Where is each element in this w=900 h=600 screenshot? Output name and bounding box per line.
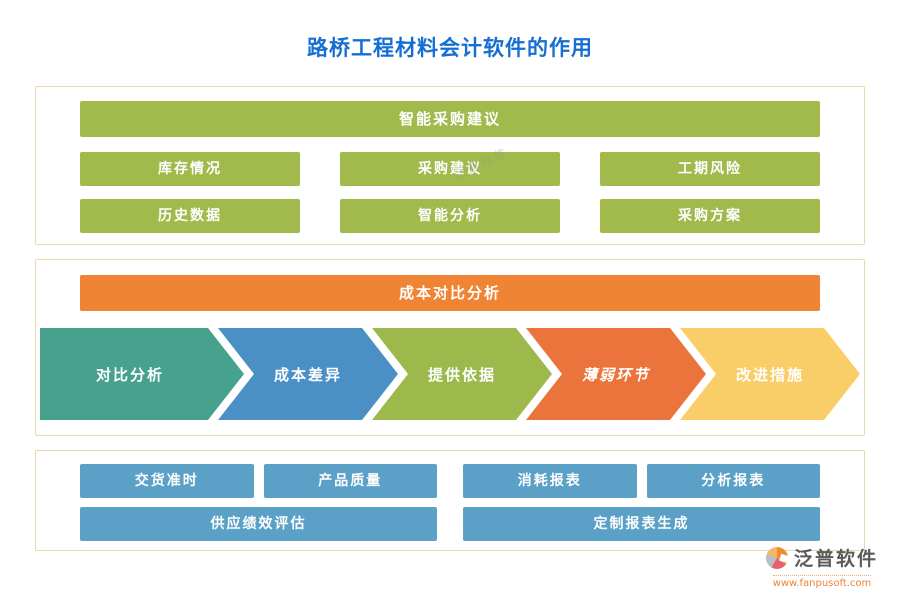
node-on-time-delivery: 交货准时 [80,464,254,498]
report-row1-right: 消耗报表 分析报表 [463,464,820,498]
report-row2-right: 定制报表生成 [463,507,820,541]
report-panel: 交货准时 产品质量 消耗报表 分析报表 供应绩效评估 定制报表生成 [35,450,865,551]
fanpu-logo-icon [765,546,788,569]
node-supplier-performance: 供应绩效评估 [80,507,437,541]
node-inventory-status: 库存情况 [80,152,300,186]
node-purchase-suggestion: 采购建议 [340,152,560,186]
flow-step-cost-difference: 成本差异 [218,328,398,420]
node-history-data: 历史数据 [80,199,300,233]
report-row-2: 供应绩效评估 定制报表生成 [80,507,820,541]
report-row1-left: 交货准时 产品质量 [80,464,437,498]
cost-flow-arrows: 对比分析 成本差异 提供依据 薄弱环节 改进措施 [40,328,860,420]
smart-purchase-panel: 泛普软件 智能采购建议 库存情况 采购建议 工期风险 历史数据 智能分析 采购方… [35,86,865,245]
report-row2-left: 供应绩效评估 [80,507,437,541]
brand-name: 泛普软件 [793,548,878,570]
flow-step-compare-analysis: 对比分析 [40,328,244,420]
report-row-1: 交货准时 产品质量 消耗报表 分析报表 [80,464,820,498]
infographic-page: 路桥工程材料会计软件的作用 泛普软件 智能采购建议 库存情况 采购建议 工期风险… [0,0,900,551]
flow-step-provide-basis: 提供依据 [372,328,552,420]
node-purchase-plan: 采购方案 [600,199,820,233]
node-product-quality: 产品质量 [263,464,437,498]
flow-step-improvement: 改进措施 [680,328,860,420]
node-custom-report: 定制报表生成 [463,507,820,541]
node-smart-analysis: 智能分析 [340,199,560,233]
cost-analysis-header: 成本对比分析 [80,275,820,311]
node-consumption-report: 消耗报表 [463,464,637,498]
purchase-row-2: 历史数据 智能分析 采购方案 [80,199,820,233]
brand-url: www.fanpusoft.com [772,575,872,589]
smart-purchase-header: 智能采购建议 [80,101,820,137]
brand-footer: 泛普软件 www.fanpusoft.com [765,544,878,590]
purchase-row-1: 库存情况 采购建议 工期风险 [80,152,820,186]
flow-step-weak-links: 薄弱环节 [526,328,706,420]
cost-analysis-panel: 成本对比分析 对比分析 成本差异 提供依据 薄弱环节 改进措施 [35,259,865,436]
page-title: 路桥工程材料会计软件的作用 [307,36,593,60]
node-schedule-risk: 工期风险 [600,152,820,186]
node-analysis-report: 分析报表 [646,464,820,498]
